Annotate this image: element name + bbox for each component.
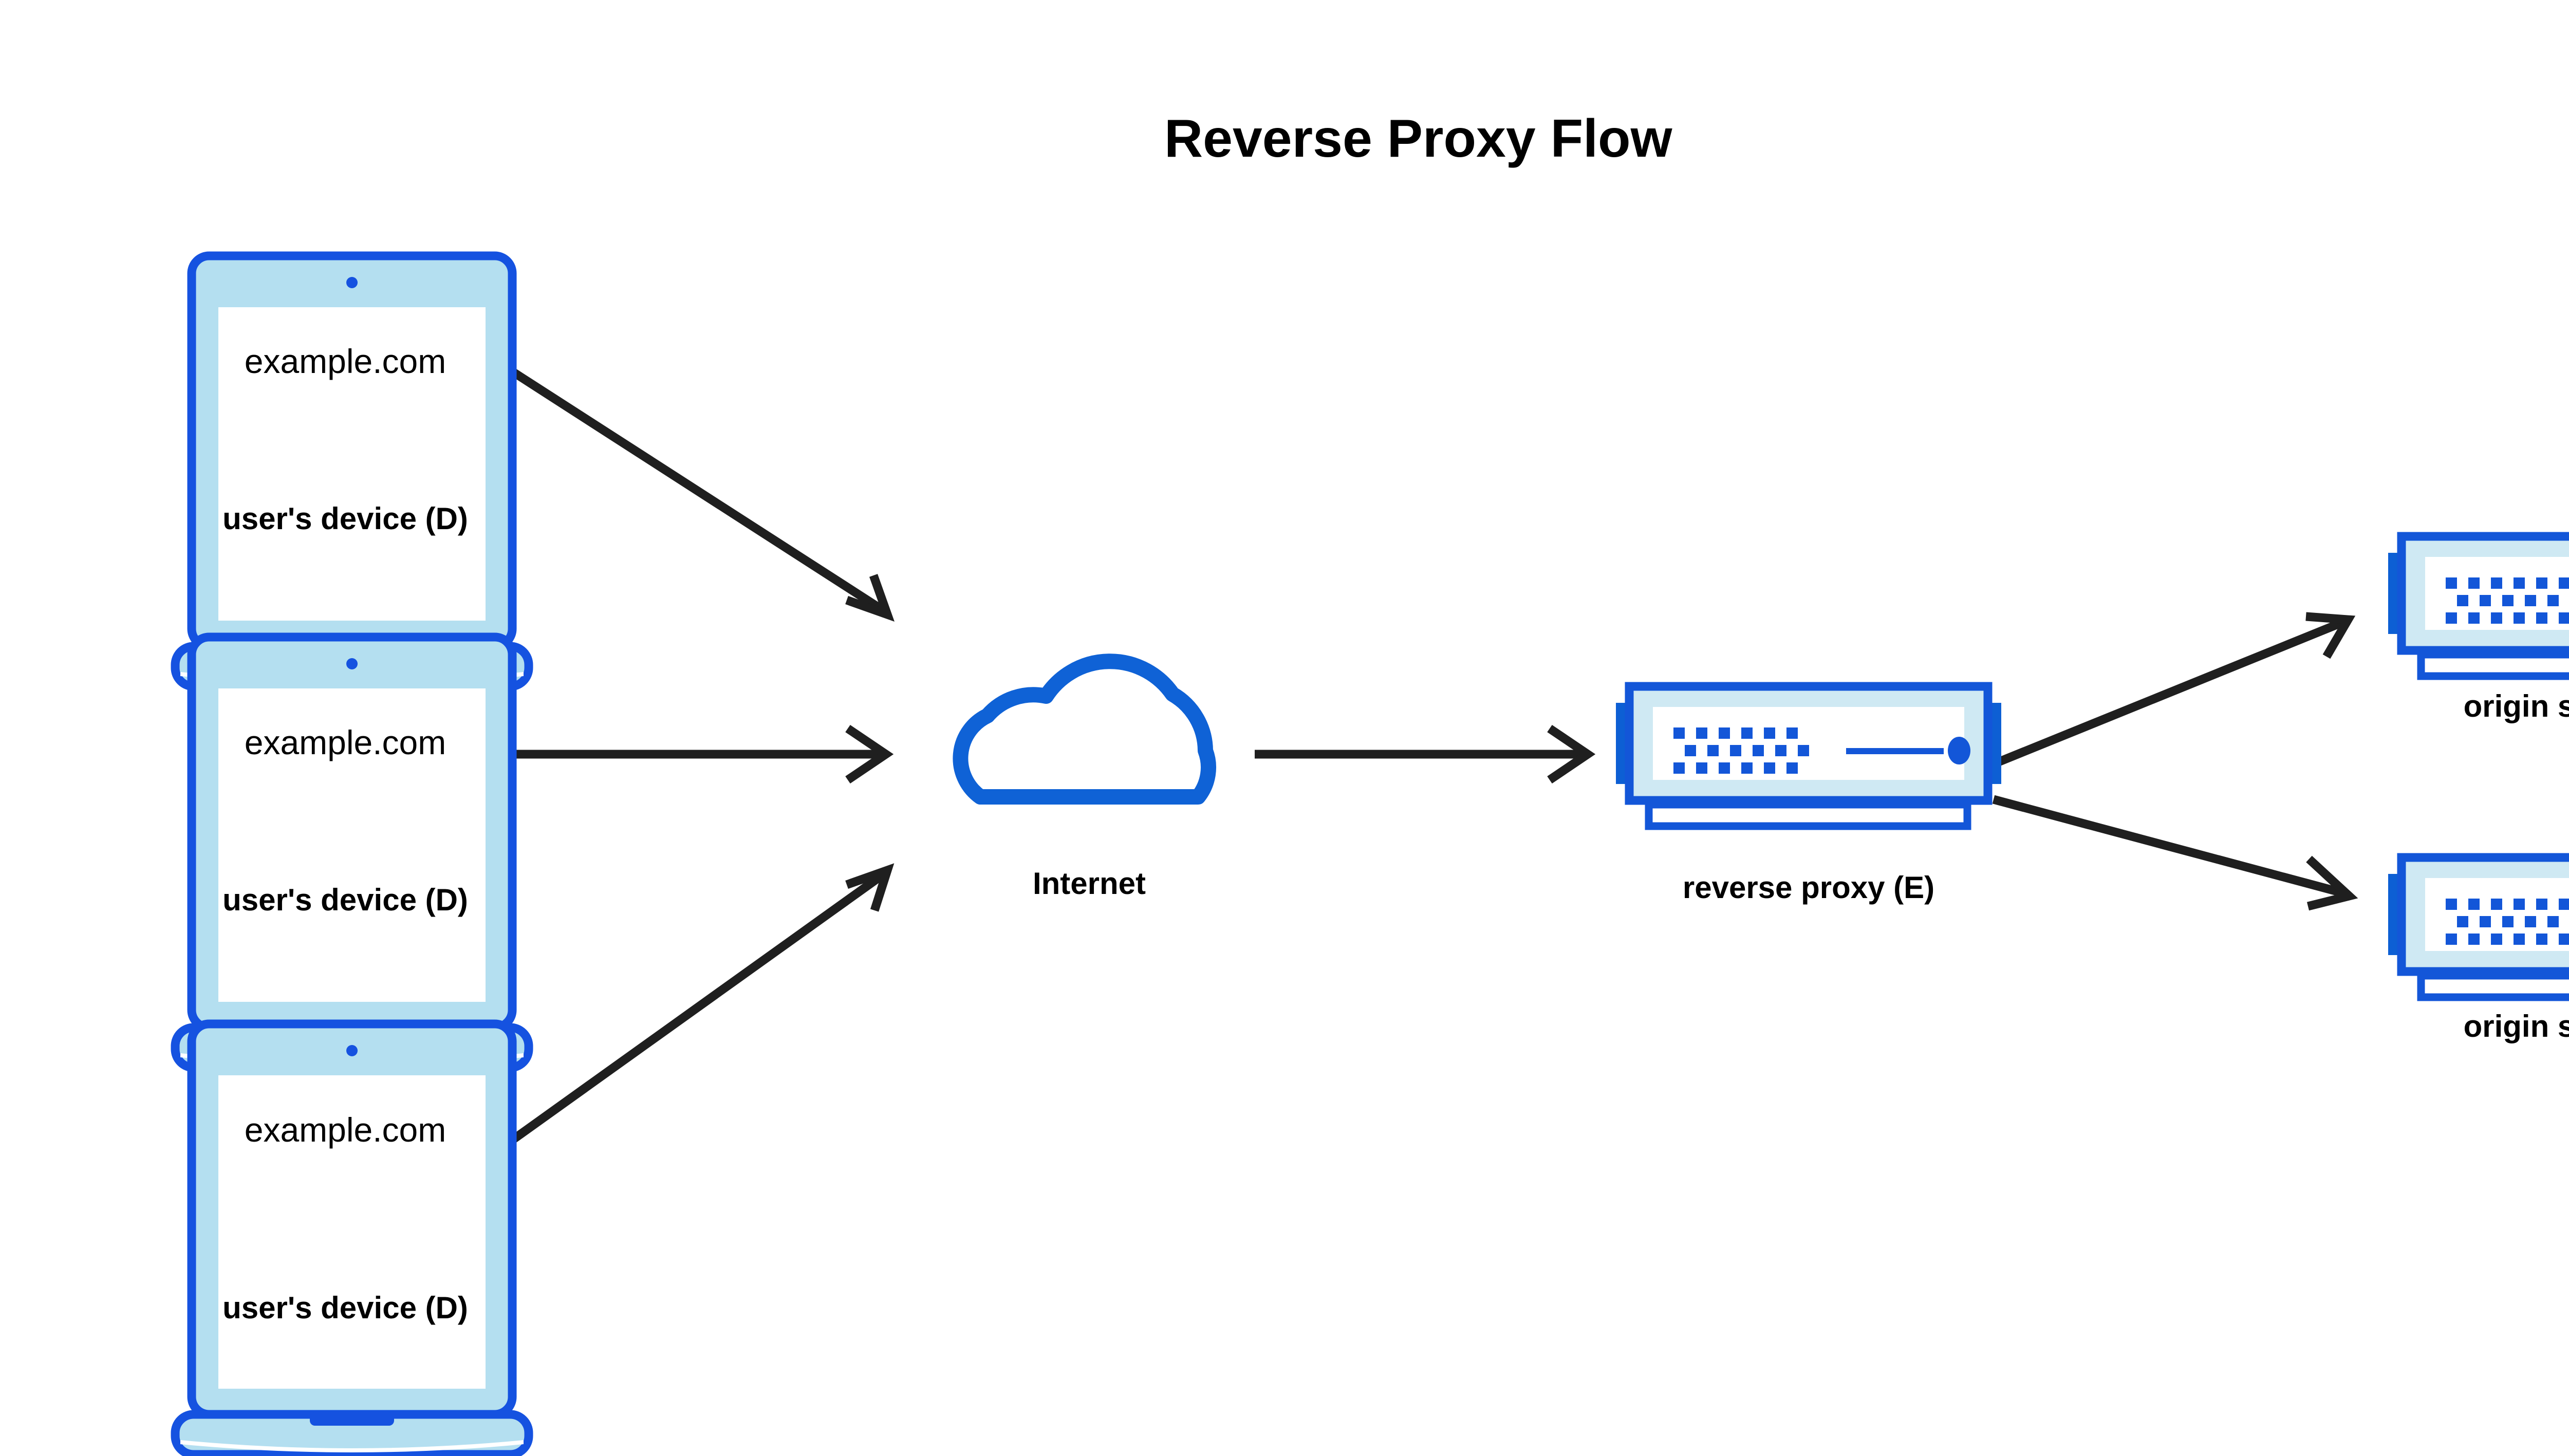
reverse-proxy-label: reverse proxy (E) [1683,870,1934,905]
node-origin-top[interactable]: origin server (F) [2388,536,2569,723]
cloud-icon [960,661,1208,797]
device-screen-text: example.com [245,723,446,761]
node-origin-bottom[interactable]: origin server (F) [2388,857,2569,1043]
server-icon [2388,536,2569,676]
device-label: user's device (D) [222,883,468,917]
edge-proxy-to-origin-top [1991,612,2356,768]
origin-server-label: origin server (F) [2464,689,2569,723]
edge-device-bottom-to-internet [511,863,895,1143]
laptop-icon [175,256,529,686]
server-icon [1616,686,2001,826]
origin-server-label: origin server (F) [2464,1009,2569,1043]
internet-label: Internet [1033,866,1146,901]
edge-device-middle-to-internet [514,724,894,784]
laptop-icon [175,1024,529,1454]
node-device-middle[interactable]: example.com user's device (D) [175,637,529,1068]
node-internet-cloud[interactable]: Internet [960,661,1208,901]
node-device-bottom[interactable]: example.com user's device (D) [175,1024,529,1454]
node-device-top[interactable]: example.com user's device (D) [175,256,529,686]
node-reverse-proxy[interactable]: reverse proxy (E) [1616,686,2001,905]
laptop-icon [175,637,529,1068]
edge-internet-to-proxy [1255,724,1596,784]
device-screen-text: example.com [245,1111,446,1149]
device-label: user's device (D) [222,1291,468,1325]
edge-device-top-to-internet [511,368,895,622]
edge-proxy-to-origin-bottom [1992,795,2358,911]
page-title: Reverse Proxy Flow [1164,109,1673,169]
device-screen-text: example.com [245,342,446,380]
edges-layer [511,368,2358,1143]
device-label: user's device (D) [222,501,468,536]
server-icon [2388,857,2569,997]
